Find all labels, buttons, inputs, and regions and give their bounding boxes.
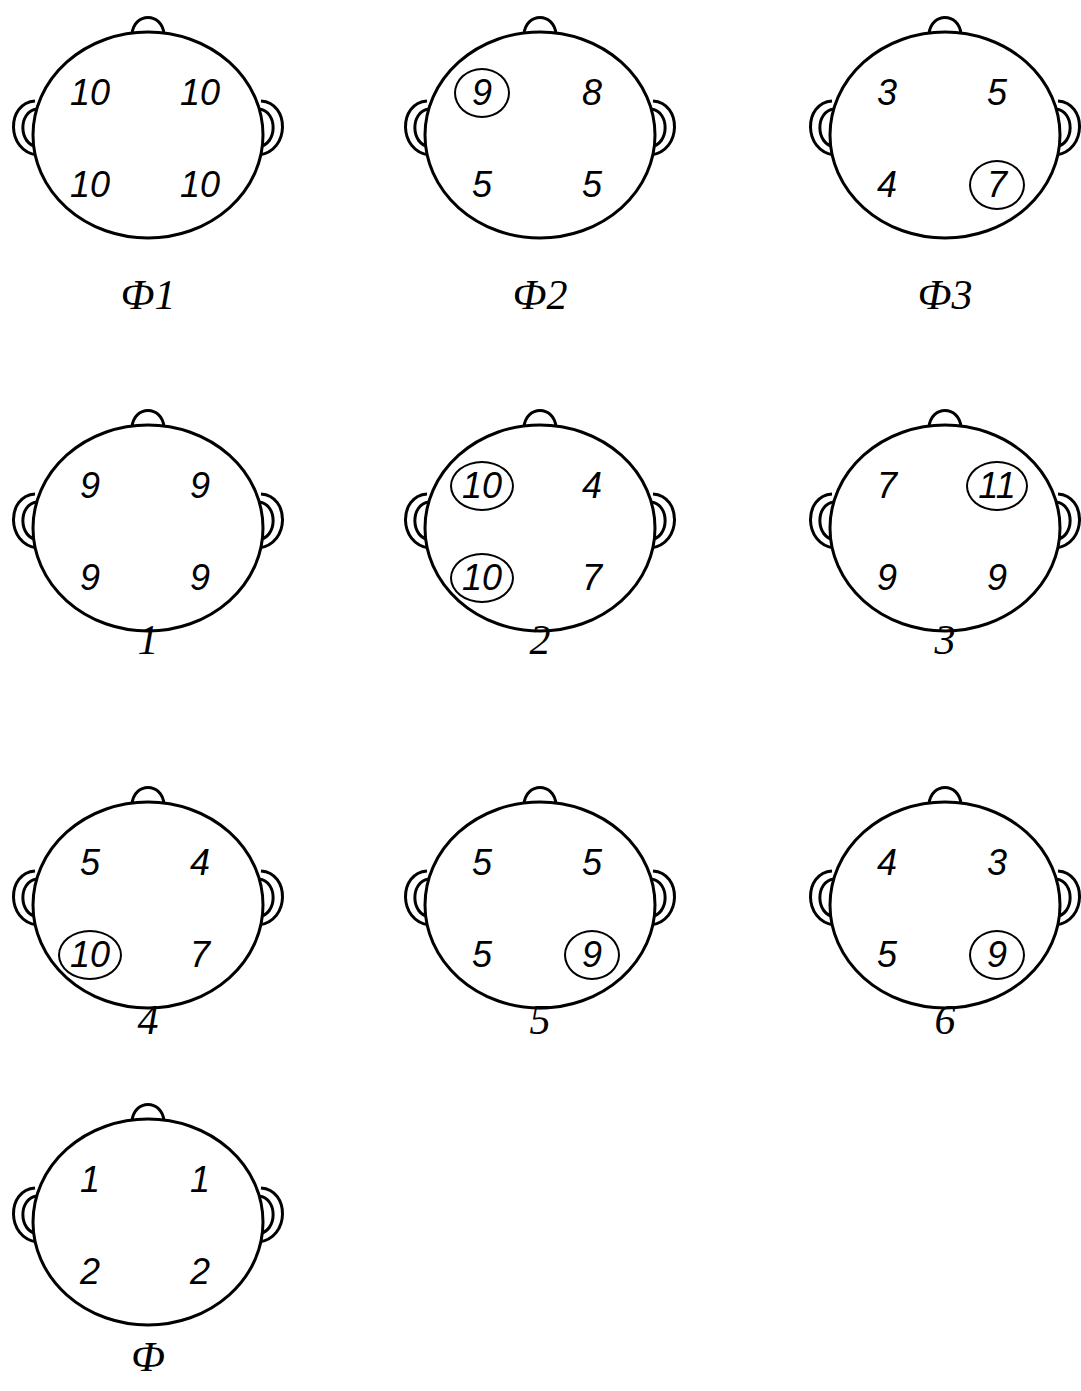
electrode-value: 10 bbox=[70, 937, 110, 973]
electrode-value: 5 bbox=[472, 167, 492, 203]
head-drawing bbox=[827, 422, 1063, 634]
circled-value: 11 bbox=[966, 461, 1027, 511]
electrode-value: 5 bbox=[472, 937, 492, 973]
electrode-value: 9 bbox=[987, 560, 1007, 596]
head-outline: Ф28559 bbox=[422, 29, 658, 241]
figure-caption: Ф bbox=[131, 1336, 165, 1378]
electrode-value: 9 bbox=[582, 937, 602, 973]
electrode-value: 4 bbox=[877, 167, 897, 203]
head-drawing bbox=[30, 422, 266, 634]
electrode-value: 9 bbox=[190, 468, 210, 504]
electrode-value: 5 bbox=[987, 75, 1007, 111]
head-outline: Ф33547 bbox=[827, 29, 1063, 241]
electrode-value: 5 bbox=[582, 167, 602, 203]
figure-caption: Ф2 bbox=[513, 274, 568, 316]
figure-caption: 3 bbox=[935, 619, 956, 661]
electrode-value: 10 bbox=[180, 75, 220, 111]
electrode-value: 7 bbox=[987, 167, 1007, 203]
head-drawing bbox=[30, 799, 266, 1011]
head-outline: 55559 bbox=[422, 799, 658, 1011]
electrode-value: 9 bbox=[472, 75, 492, 111]
head-drawing bbox=[827, 29, 1063, 241]
circled-value: 7 bbox=[969, 160, 1025, 210]
electrode-value: 5 bbox=[877, 937, 897, 973]
electrode-value: 5 bbox=[472, 845, 492, 881]
electrode-value: 5 bbox=[582, 845, 602, 881]
electrode-value: 3 bbox=[877, 75, 897, 111]
electrode-value: 11 bbox=[978, 468, 1015, 504]
electrode-value: 9 bbox=[190, 560, 210, 596]
circled-value: 9 bbox=[969, 930, 1025, 980]
electrode-value: 10 bbox=[180, 167, 220, 203]
circled-value: 10 bbox=[450, 461, 514, 511]
electrode-value: 5 bbox=[80, 845, 100, 881]
figure-caption: 2 bbox=[530, 619, 551, 661]
electrode-value: 8 bbox=[582, 75, 602, 111]
electrode-value: 10 bbox=[70, 167, 110, 203]
electrode-value: 9 bbox=[80, 468, 100, 504]
figure-caption: Ф3 bbox=[918, 274, 973, 316]
electrode-value: 4 bbox=[190, 845, 210, 881]
head-drawing bbox=[422, 799, 658, 1011]
head-outline: Ф110101010 bbox=[30, 29, 266, 241]
figure-caption: 6 bbox=[935, 999, 956, 1041]
circled-value: 9 bbox=[564, 930, 620, 980]
head-drawing bbox=[422, 422, 658, 634]
electrode-value: 7 bbox=[582, 560, 602, 596]
figure-caption: 4 bbox=[138, 999, 159, 1041]
electrode-value: 10 bbox=[462, 468, 502, 504]
electrode-value: 1 bbox=[80, 1162, 100, 1198]
electrode-value: 7 bbox=[190, 937, 210, 973]
electrode-value: 1 bbox=[190, 1162, 210, 1198]
head-outline: 2471010 bbox=[422, 422, 658, 634]
electrode-value: 4 bbox=[877, 845, 897, 881]
electrode-value: 7 bbox=[877, 468, 897, 504]
figure-caption: 1 bbox=[138, 619, 159, 661]
electrode-value: 9 bbox=[877, 560, 897, 596]
circled-value: 10 bbox=[450, 553, 514, 603]
head-outline: 454710 bbox=[30, 799, 266, 1011]
electrode-value: 9 bbox=[80, 560, 100, 596]
figure-caption: 5 bbox=[530, 999, 551, 1041]
head-drawing bbox=[422, 29, 658, 241]
electrode-value: 3 bbox=[987, 845, 1007, 881]
circled-value: 9 bbox=[454, 68, 510, 118]
head-outline: 19999 bbox=[30, 422, 266, 634]
head-drawing bbox=[30, 29, 266, 241]
electrode-value: 10 bbox=[70, 75, 110, 111]
head-drawing bbox=[30, 1116, 266, 1328]
head-outline: Ф1122 bbox=[30, 1116, 266, 1328]
electrode-value: 10 bbox=[462, 560, 502, 596]
electrode-value: 2 bbox=[80, 1254, 100, 1290]
electrode-value: 9 bbox=[987, 937, 1007, 973]
circled-value: 10 bbox=[58, 930, 122, 980]
head-drawing bbox=[827, 799, 1063, 1011]
head-outline: 64359 bbox=[827, 799, 1063, 1011]
head-outline: 379911 bbox=[827, 422, 1063, 634]
electrode-value: 4 bbox=[582, 468, 602, 504]
figure-caption: Ф1 bbox=[121, 274, 176, 316]
electrode-value: 2 bbox=[190, 1254, 210, 1290]
